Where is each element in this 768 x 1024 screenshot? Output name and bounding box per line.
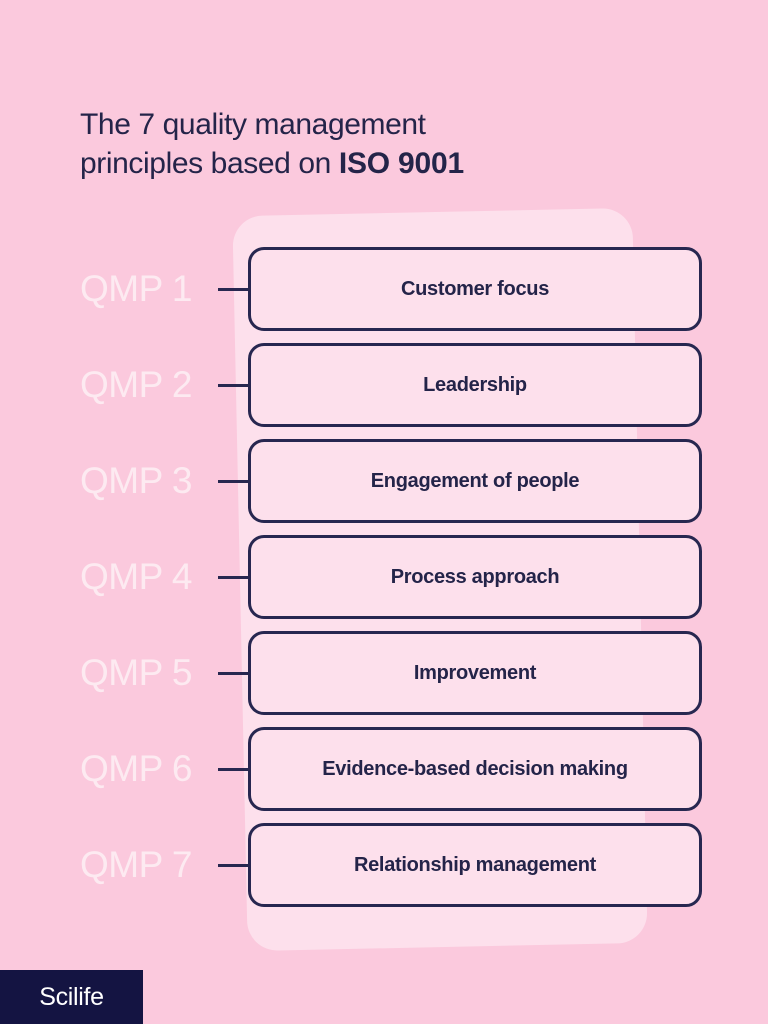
list-item: QMP 7 Relationship management xyxy=(0,823,768,907)
list-item: QMP 1 Customer focus xyxy=(0,247,768,331)
principle-card[interactable]: Leadership xyxy=(248,343,702,427)
qmp-number-label: QMP 3 xyxy=(80,460,192,501)
qmp-number-label: QMP 4 xyxy=(80,556,192,597)
brand-logo[interactable]: Scilife xyxy=(0,970,143,1024)
qmp-number-label: QMP 1 xyxy=(80,268,192,309)
connector-line-icon xyxy=(218,768,250,771)
connector-line-icon xyxy=(218,672,250,675)
connector-line-icon xyxy=(218,480,250,483)
principle-name: Evidence-based decision making xyxy=(322,757,628,780)
title-line-2: principles based on ISO 9001 xyxy=(80,145,640,184)
principle-name: Leadership xyxy=(423,373,527,396)
principle-name: Process approach xyxy=(390,565,560,588)
connector-line-icon xyxy=(218,288,250,291)
list-item: QMP 3 Engagement of people xyxy=(0,439,768,523)
principle-card[interactable]: Customer focus xyxy=(248,247,702,331)
connector-line-icon xyxy=(218,864,250,867)
list-item: QMP 5 Improvement xyxy=(0,631,768,715)
principle-card[interactable]: Improvement xyxy=(248,631,702,715)
list-item: QMP 6 Evidence-based decision making xyxy=(0,727,768,811)
list-item: QMP 4 Process approach xyxy=(0,535,768,619)
principle-name: Engagement of people xyxy=(370,469,580,492)
principle-card[interactable]: Process approach xyxy=(248,535,702,619)
qmp-number-label: QMP 5 xyxy=(80,652,192,693)
principle-card[interactable]: Evidence-based decision making xyxy=(248,727,702,811)
page-title: The 7 quality management principles base… xyxy=(80,106,640,183)
title-standard-name: ISO 9001 xyxy=(338,146,464,180)
principle-card[interactable]: Relationship management xyxy=(248,823,702,907)
connector-line-icon xyxy=(218,384,250,387)
qmp-number-label: QMP 2 xyxy=(80,364,192,405)
principle-name: Customer focus xyxy=(400,277,550,300)
title-line-1: The 7 quality management xyxy=(80,108,426,141)
principle-card[interactable]: Engagement of people xyxy=(248,439,702,523)
principles-list: QMP 1 Customer focus QMP 2 Leadership QM… xyxy=(0,247,768,907)
connector-line-icon xyxy=(218,576,250,579)
qmp-number-label: QMP 7 xyxy=(80,844,192,885)
list-item: QMP 2 Leadership xyxy=(0,343,768,427)
brand-logo-text: Scilife xyxy=(39,982,104,1011)
principle-name: Relationship management xyxy=(353,853,597,876)
qmp-number-label: QMP 6 xyxy=(80,748,192,789)
principle-name: Improvement xyxy=(413,661,537,684)
title-line-2-prefix: principles based on xyxy=(80,146,339,180)
